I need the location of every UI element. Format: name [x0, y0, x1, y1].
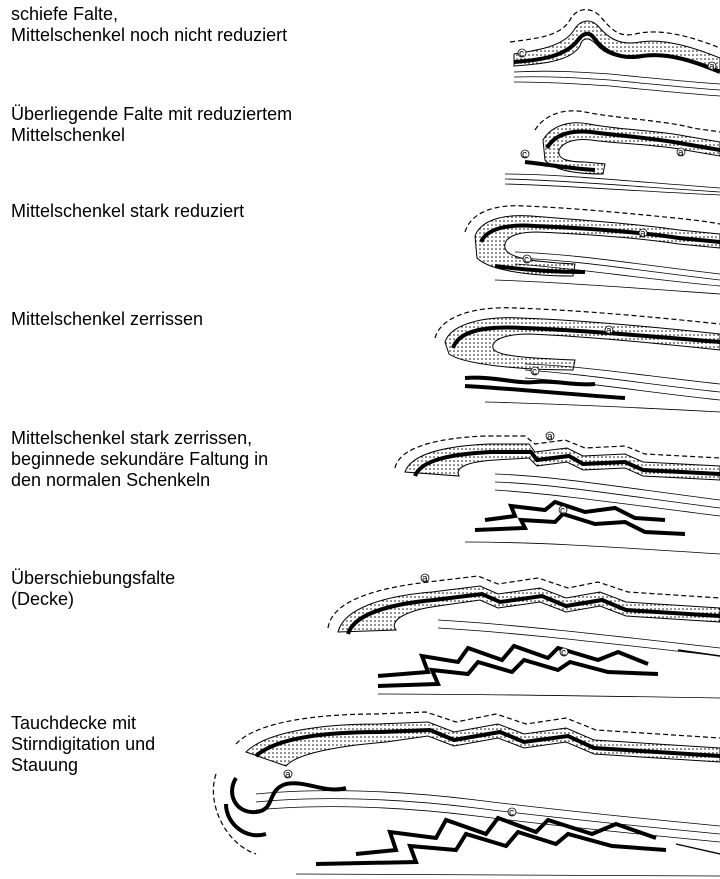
fold-sketch-stage-7: c a — [196, 704, 720, 879]
marker-a-label: a — [285, 770, 291, 781]
marker-a-label: a — [709, 62, 715, 73]
marker-c-label: c — [519, 49, 524, 60]
caption-line: Mittelschenkel — [11, 125, 292, 146]
fold-sketch-stage-1: c a — [500, 2, 720, 98]
caption-line: Tauchdecke mit — [11, 713, 155, 734]
fold-sketch-stage-3: c a — [455, 196, 720, 298]
marker-c-label: c — [522, 150, 527, 161]
marker-c-label: c — [560, 506, 565, 517]
caption-line: beginnede sekundäre Faltung in — [11, 449, 268, 470]
marker-c-label: c — [561, 648, 566, 659]
caption-line: Mittelschenkel stark zerrissen, — [11, 428, 268, 449]
caption-stage-2: Überliegende Falte mit reduziertem Mitte… — [11, 104, 292, 146]
thrust-arrow — [676, 844, 720, 854]
fold-sketch-stage-2: c a — [485, 100, 720, 196]
caption-line: Stauung — [11, 755, 155, 776]
caption-line: Mittelschenkel zerrissen — [11, 309, 203, 330]
caption-line: Überliegende Falte mit reduziertem — [11, 104, 292, 125]
caption-line: schiefe Falte, — [11, 4, 287, 25]
caption-stage-4: Mittelschenkel zerrissen — [11, 309, 203, 330]
caption-line: (Decke) — [11, 589, 175, 610]
caption-line: den normalen Schenkeln — [11, 470, 268, 491]
caption-line: Mittelschenkel noch nicht reduziert — [11, 25, 287, 46]
marker-a-label: a — [678, 148, 684, 159]
caption-line: Überschiebungsfalte — [11, 568, 175, 589]
marker-a-label: a — [640, 229, 646, 240]
marker-c-label: c — [509, 808, 514, 819]
fold-sketch-stage-4: c a — [425, 298, 720, 416]
fold-sketch-stage-6: c a — [318, 564, 720, 700]
caption-stage-3: Mittelschenkel stark reduziert — [11, 201, 244, 222]
marker-a-label: a — [547, 432, 553, 443]
fold-sketch-stage-5: c a — [385, 424, 720, 564]
caption-line: Stirndigitation und — [11, 734, 155, 755]
thrust-arrow — [678, 650, 720, 656]
caption-stage-6: Überschiebungsfalte (Decke) — [11, 568, 175, 610]
marker-a-label: a — [606, 326, 612, 337]
caption-stage-5: Mittelschenkel stark zerrissen, beginned… — [11, 428, 268, 491]
marker-c-label: c — [532, 367, 537, 378]
caption-stage-1: schiefe Falte, Mittelschenkel noch nicht… — [11, 4, 287, 46]
caption-line: Mittelschenkel stark reduziert — [11, 201, 244, 222]
marker-c-label: c — [524, 255, 529, 266]
caption-stage-7: Tauchdecke mit Stirndigitation und Stauu… — [11, 713, 155, 776]
marker-a-label: a — [422, 574, 428, 585]
